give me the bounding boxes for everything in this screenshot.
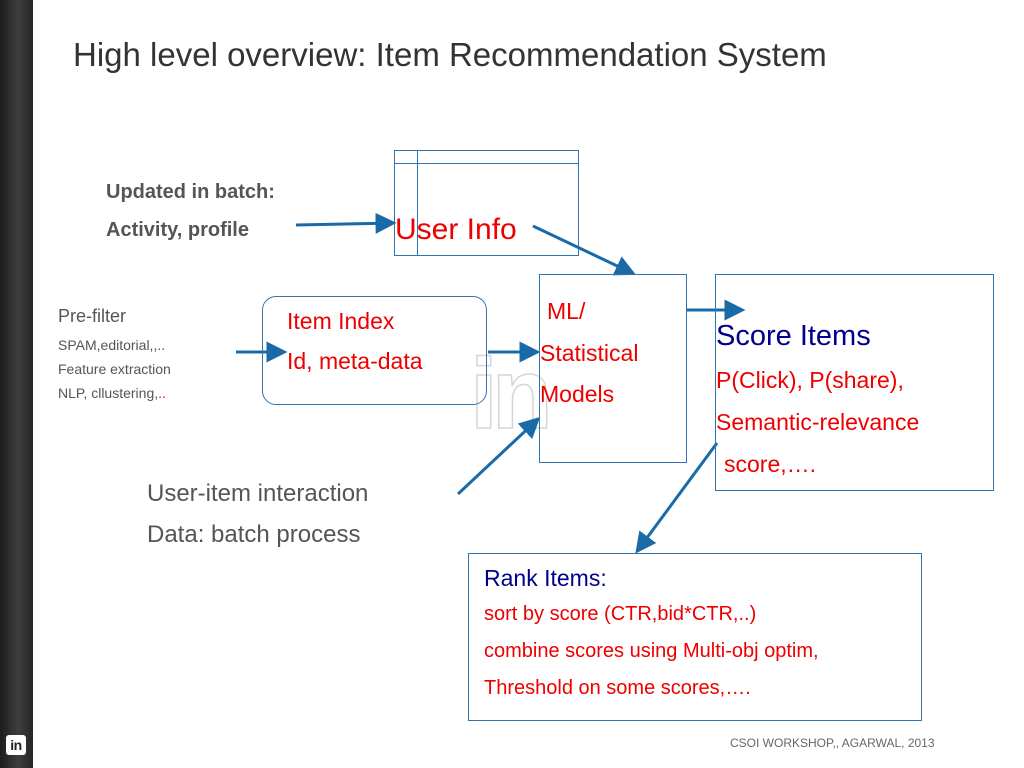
rank-items-box — [468, 553, 922, 721]
prefilter-nlp-text: NLP, cllustering, — [58, 385, 159, 401]
batch-process-label: Data: batch process — [147, 521, 361, 548]
models-label: Models — [540, 381, 615, 407]
arrow-score-to-rank — [635, 442, 719, 554]
ml-label: ML/ — [547, 298, 586, 324]
arrow-user-info-to-ml — [532, 224, 637, 276]
prefilter-title: Pre-filter — [58, 306, 127, 326]
prefilter-nlp: NLP, cllustering,.. — [58, 385, 166, 401]
batch-activity-label: Activity, profile — [106, 219, 249, 241]
score-items-box — [715, 274, 994, 491]
score-items-semantic: Semantic-relevance — [716, 409, 920, 435]
item-index-meta: Id, meta-data — [287, 348, 423, 374]
ml-models-box — [539, 274, 687, 463]
item-index-box — [262, 296, 487, 405]
rank-combine-line: combine scores using Multi-obj optim, — [484, 640, 819, 662]
statistical-label: Statistical — [540, 340, 639, 366]
prefilter-nlp-accent: .. — [158, 385, 166, 401]
prefilter-feature-extraction: Feature extraction — [58, 361, 171, 377]
prefilter-spam: SPAM,editorial,,.. — [58, 337, 166, 353]
score-items-probabilities: P(Click), P(share), — [716, 367, 904, 393]
slide-title: High level overview: Item Recommendation… — [73, 36, 827, 73]
rank-threshold-line: Threshold on some scores,…. — [484, 677, 751, 699]
batch-update-label: Updated in batch: — [106, 181, 275, 203]
footer-credit: CSOI WORKSHOP,, AGARWAL, 2013 — [730, 736, 935, 750]
sidebar-strip: in — [0, 0, 33, 768]
rank-sort-line: sort by score (CTR,bid*CTR,..) — [484, 603, 757, 625]
user-info-label: User Info — [395, 213, 517, 246]
linkedin-logo-icon: in — [6, 735, 26, 755]
arrow-batch-to-user-info — [295, 212, 397, 234]
score-items-title: Score Items — [716, 320, 871, 352]
item-index-title: Item Index — [287, 308, 395, 334]
score-items-score: score,…. — [724, 451, 817, 477]
rank-items-title: Rank Items: — [484, 565, 607, 591]
user-info-table — [394, 150, 579, 256]
interaction-label: User-item interaction — [147, 480, 369, 507]
arrow-interaction-to-ml — [456, 416, 541, 496]
